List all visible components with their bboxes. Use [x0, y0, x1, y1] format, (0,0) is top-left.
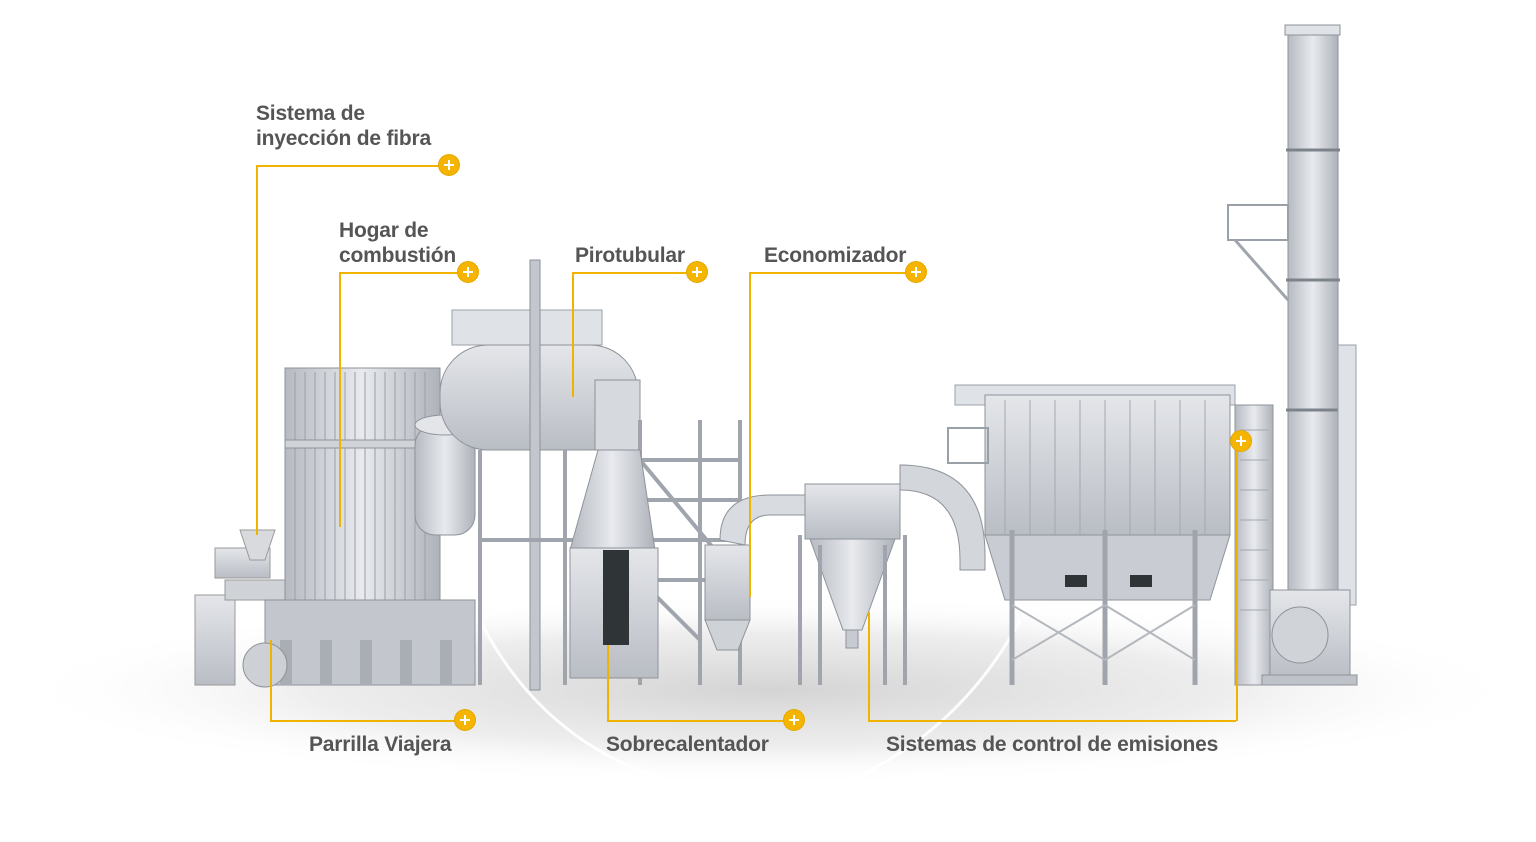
label-economizador: Economizador — [764, 244, 907, 267]
leader-line — [270, 640, 272, 721]
plus-circle-icon[interactable] — [784, 710, 804, 730]
label-line: Hogar de — [339, 219, 429, 242]
label-sistemas-control-emisiones: Sistemas de control de emisiones — [886, 733, 1219, 756]
leader-line — [868, 612, 870, 721]
leader-line — [868, 720, 1236, 722]
plus-circle-icon[interactable] — [455, 710, 475, 730]
plus-circle-icon[interactable] — [1231, 431, 1251, 451]
label-line: inyección de fibra — [256, 127, 431, 150]
label-line: Sistema de — [256, 102, 365, 125]
label-hogar-combustion: Hogar de combustión — [339, 218, 456, 268]
label-sobrecalentador: Sobrecalentador — [606, 733, 769, 756]
leader-line — [572, 272, 698, 274]
leader-line — [339, 272, 469, 274]
leader-line — [270, 720, 465, 722]
label-pirotubular: Pirotubular — [575, 244, 685, 267]
leader-line — [607, 720, 795, 722]
label-line: combustión — [339, 244, 456, 267]
label-parrilla-viajera: Parrilla Viajera — [309, 733, 452, 756]
leader-line — [749, 272, 751, 597]
leader-line — [256, 165, 450, 167]
leader-line — [749, 272, 917, 274]
plus-circle-icon[interactable] — [458, 262, 478, 282]
leader-line — [572, 272, 574, 397]
plus-circle-icon[interactable] — [687, 262, 707, 282]
leader-line — [339, 272, 341, 527]
label-sistema-inyeccion-fibra: Sistema de inyección de fibra — [256, 101, 431, 151]
leader-line — [1236, 450, 1238, 721]
plus-circle-icon[interactable] — [906, 262, 926, 282]
leader-line — [256, 165, 258, 535]
leader-line — [607, 645, 609, 721]
plus-circle-icon[interactable] — [439, 155, 459, 175]
